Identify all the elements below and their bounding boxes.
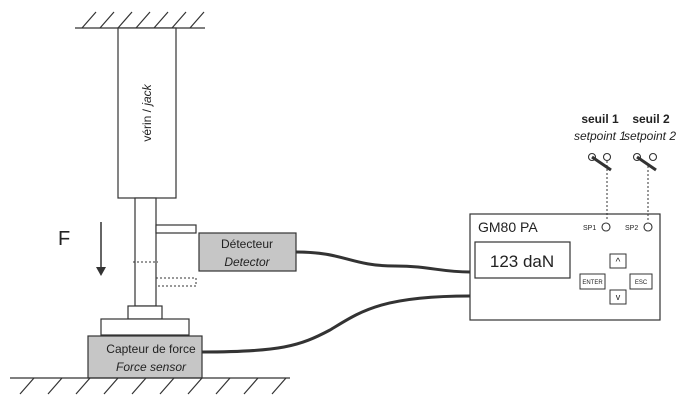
sp1-label: SP1 — [583, 225, 596, 232]
piston-rod — [134, 197, 157, 307]
jack-label-fr: vérin / — [140, 106, 154, 142]
load-plate — [100, 318, 190, 336]
force-arrow-head — [96, 267, 106, 276]
down-button[interactable]: v — [609, 289, 627, 305]
jack-label: vérin / jack — [140, 83, 154, 141]
detector-box — [198, 232, 297, 272]
sp2-led — [643, 222, 653, 232]
force-sensor-box — [87, 335, 203, 379]
enter-button[interactable]: ENTER — [579, 273, 606, 290]
force-sensor-label: Capteur de force — [106, 342, 196, 356]
force-sensor-label-en: Force sensor — [116, 360, 187, 374]
setpoint-2-label-en: setpoint 2 — [624, 129, 676, 143]
up-arrow-icon: ^ — [616, 257, 621, 268]
down-arrow-icon: v — [616, 292, 621, 302]
setpoint-1-label: seuil 1 — [581, 112, 619, 126]
esc-label: ESC — [635, 280, 648, 286]
setpoint-1-switch-icon — [587, 152, 612, 221]
sp1-led — [601, 222, 611, 232]
device-title: GM80 PA — [478, 219, 538, 235]
setpoint-2-label: seuil 2 — [632, 112, 670, 126]
ceiling — [75, 11, 205, 29]
detector-label: Détecteur — [221, 237, 273, 251]
device-display — [474, 241, 571, 279]
enter-label: ENTER — [582, 280, 603, 286]
detector-label-en: Detector — [224, 255, 270, 269]
target-flag-ghost — [155, 277, 197, 287]
target-flag — [155, 224, 197, 234]
up-button[interactable]: ^ — [609, 253, 627, 269]
load-cap — [127, 305, 163, 320]
sensor-cable — [201, 294, 471, 354]
setpoint-1-label-en: setpoint 1 — [574, 129, 626, 143]
sp2-label: SP2 — [625, 225, 638, 232]
floor — [10, 377, 290, 395]
detector-cable — [295, 250, 471, 274]
setpoint-2-switch-icon — [632, 152, 658, 221]
jack-label-en: jack — [140, 83, 154, 107]
esc-button[interactable]: ESC — [629, 273, 653, 290]
force-label: F — [58, 228, 70, 250]
display-reading: 123 daN — [490, 252, 554, 271]
